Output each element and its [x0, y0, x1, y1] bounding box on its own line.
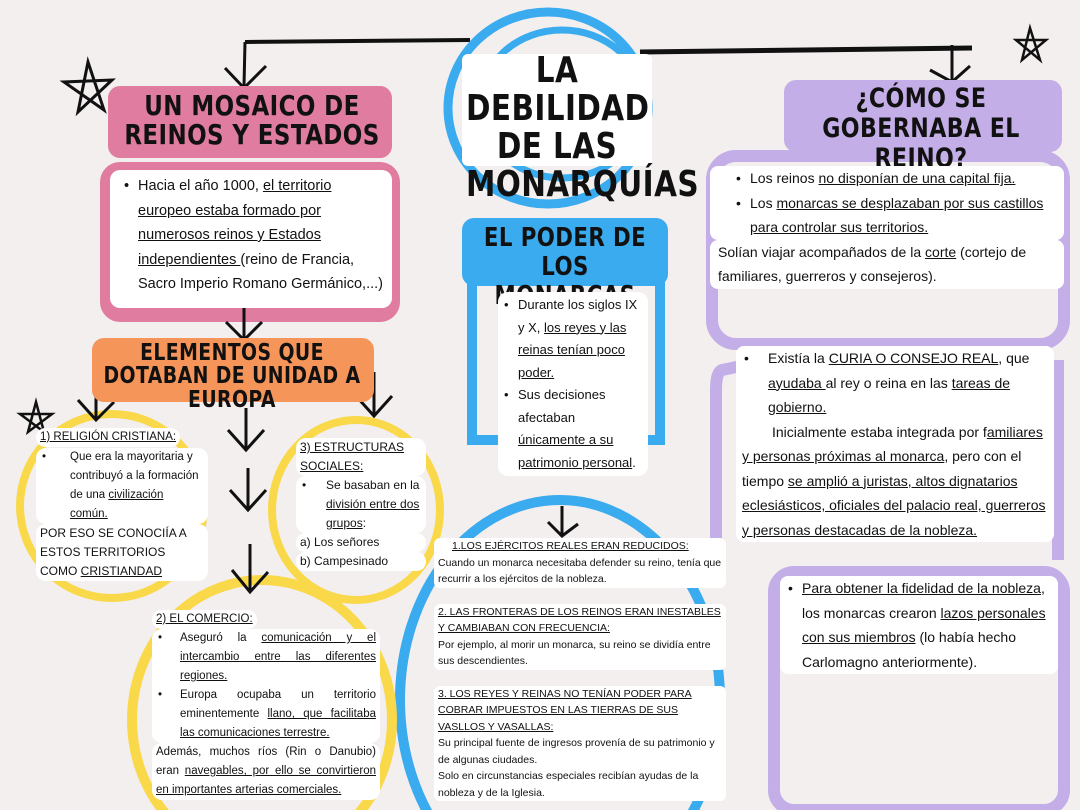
estructuras-bullet: Se basaban en la división entre dos grup… — [300, 476, 422, 533]
elements-title: ELEMENTOS QUE DOTABAN DE UNIDAD A EUROPA — [103, 340, 361, 413]
comercio-heading: 2) EL COMERCIO: — [152, 610, 257, 629]
poder-title-block — [462, 218, 668, 286]
left-title-block — [108, 86, 392, 158]
mosaic-bullet: Hacia el año 1000, el territorio europeo… — [122, 174, 384, 297]
star-icon — [1012, 23, 1050, 64]
mosaic-box: Hacia el año 1000, el territorio europeo… — [110, 170, 392, 308]
fidelidad-box: Para obtener la fidelidad de la nobleza,… — [780, 576, 1058, 674]
center-title-bg — [462, 54, 652, 166]
poder-bullet-2: Sus decisiones afectaban únicamente a su… — [502, 384, 644, 474]
castillos-bullet: Los monarcas se desplazaban por sus cast… — [734, 191, 1056, 240]
cause-3: 3. LOS REYES Y REINAS NO TENÍAN PODER PA… — [434, 685, 726, 801]
poder-bullet-1: Durante los siglos IX y X, los reyes y l… — [502, 294, 644, 384]
item-senores: a) Los señores — [296, 533, 426, 552]
curia-bullet: Existía la CURIA O CONSEJO REAL, que ayu… — [742, 346, 1048, 420]
poder-box: Durante los siglos IX y X, los reyes y l… — [498, 292, 648, 476]
center-title: LA DEBILIDAD DE LAS MONARQUÍAS — [465, 50, 700, 205]
comercio-note: Además, muchos ríos (Rin o Danubio) eran… — [152, 743, 380, 800]
comercio-block: 2) EL COMERCIO: Aseguró la comunicación … — [152, 610, 380, 800]
estructuras-block: 3) ESTRUCTURAS SOCIALES: Se basaban en l… — [296, 438, 426, 571]
curia-paragraph: Inicialmente estaba integrada por famili… — [742, 423, 1046, 538]
curia-box: Existía la CURIA O CONSEJO REAL, que ayu… — [736, 346, 1054, 542]
cause-1: 1.LOS EJÉRCITOS REALES ERAN REDUCIDOS: C… — [434, 538, 726, 588]
corte-note: Solían viajar acompañados de la corte (c… — [710, 239, 1064, 289]
item-campesinado: b) Campesinado — [296, 552, 426, 571]
right-title-block — [784, 80, 1062, 152]
religion-block: 1) RELIGIÓN CRISTIANA: Que era la mayori… — [36, 428, 208, 581]
estructuras-heading: 3) ESTRUCTURAS SOCIALES: — [296, 438, 426, 476]
gobierno-box-1: Los reinos no disponían de una capital f… — [710, 166, 1064, 289]
religion-bullet: Que era la mayoritaria y contribuyó a la… — [40, 448, 204, 524]
cristiandad-note: POR ESO SE CONOCIÍA A ESTOS TERRITORIOS … — [36, 524, 208, 581]
right-title: ¿CÓMO SE GOBERNABA EL REINO? — [822, 83, 1020, 174]
comercio-bullet-1: Aseguró la comunicación y el intercambio… — [156, 629, 376, 686]
elements-title-block — [92, 338, 374, 402]
causes-block: 1.LOS EJÉRCITOS REALES ERAN REDUCIDOS: C… — [434, 538, 726, 801]
capital-bullet: Los reinos no disponían de una capital f… — [734, 166, 1056, 191]
fidelidad-bullet: Para obtener la fidelidad de la nobleza,… — [786, 576, 1052, 674]
cause-2: 2. LAS FRONTERAS DE LOS REINOS ERAN INES… — [434, 603, 726, 670]
star-icon — [59, 56, 116, 117]
left-title: UN MOSAICO DE REINOS Y ESTADOS — [124, 89, 380, 151]
religion-heading: 1) RELIGIÓN CRISTIANA: — [36, 428, 181, 447]
comercio-bullet-2: Europa ocupaba un territorio eminentemen… — [156, 686, 376, 743]
